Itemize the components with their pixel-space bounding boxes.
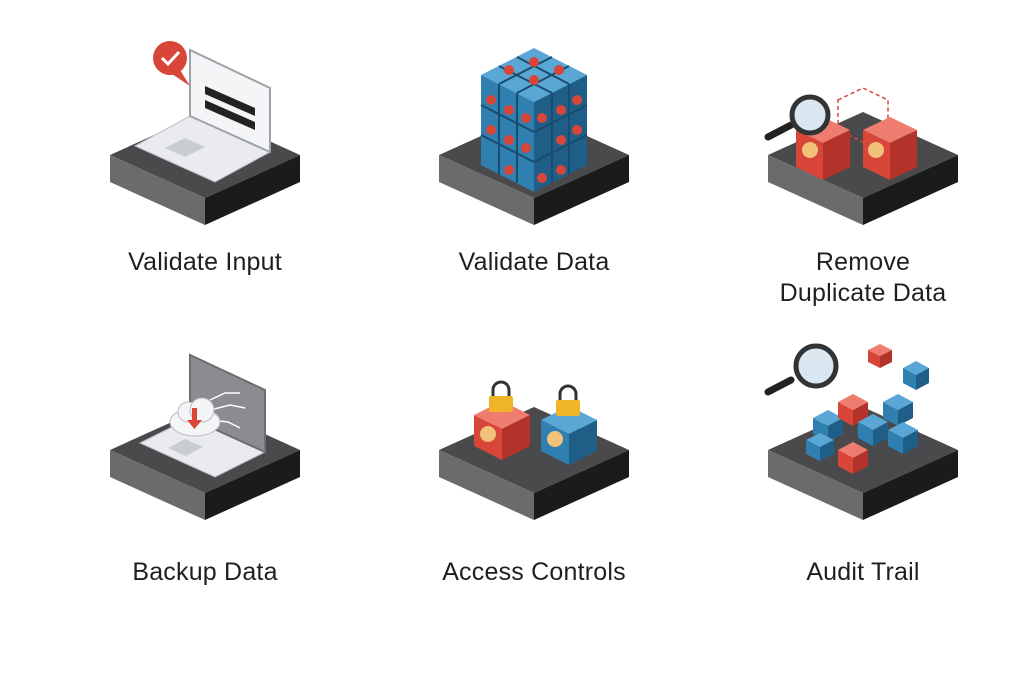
tile-label: Audit Trail: [806, 558, 920, 586]
laptop-password-check-icon: [110, 41, 300, 225]
tile-label: Validate Data: [458, 248, 610, 276]
laptop-cloud-backup-icon: [110, 353, 300, 520]
magnifier-data-cubes-icon: [764, 343, 958, 520]
tile-label: Backup Data: [132, 558, 278, 586]
duplicate-profile-magnifier-icon: [764, 87, 958, 225]
tile-label: Validate Input: [128, 248, 282, 276]
data-cube-stack-icon: [439, 48, 629, 225]
locked-profile-boxes-icon: [439, 380, 629, 520]
tile-label: Access Controls: [442, 558, 626, 586]
